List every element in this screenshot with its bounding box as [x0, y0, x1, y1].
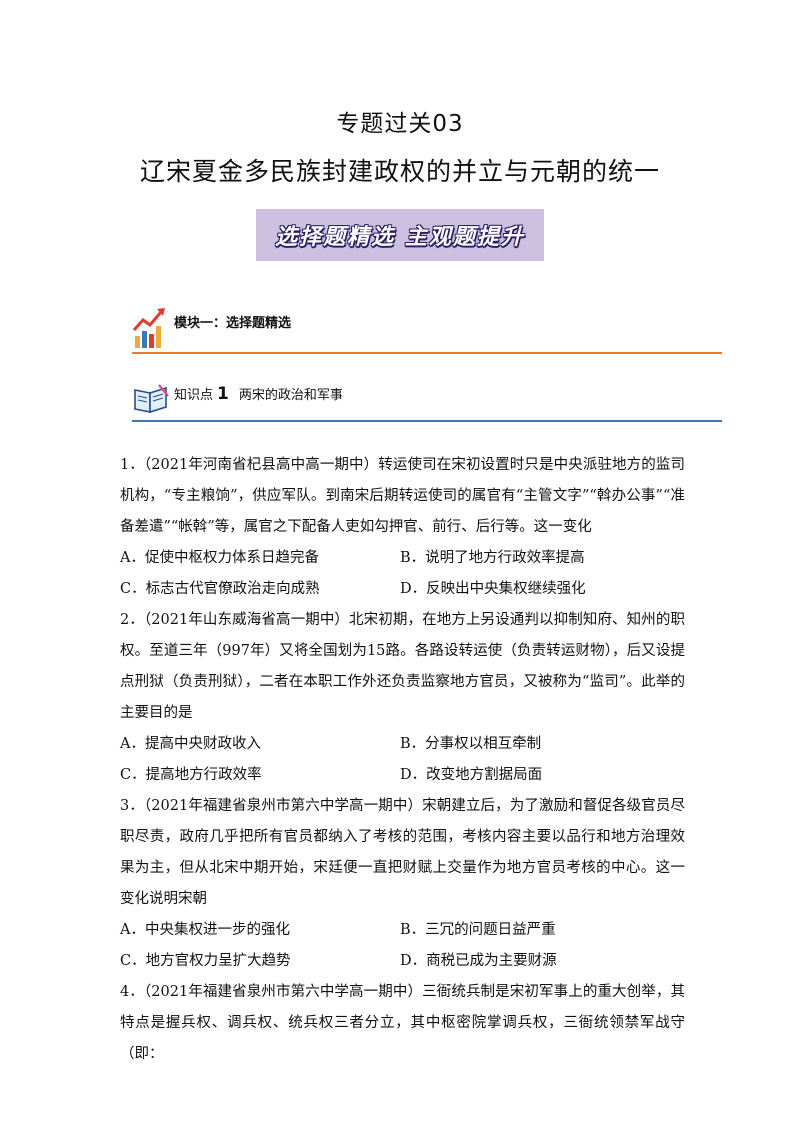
question-stem: 4．（2021年福建省泉州市第六中学高一期中）三衙统兵制是宋初军事上的重大创举，…	[120, 984, 685, 1062]
question-stem: 2．（2021年山东威海省高一期中）北宋初期，在地方上另设通判以抑制知府、知州的…	[120, 612, 685, 721]
question-2: 2．（2021年山东威海省高一期中）北宋初期，在地方上另设通判以抑制知府、知州的…	[120, 605, 685, 791]
option-b: B．分事权以相互牵制	[400, 736, 542, 752]
option-d: D．改变地方割据局面	[400, 767, 543, 783]
option-c: C．提高地方行政效率	[120, 767, 262, 783]
knowledge-point-number: 1	[217, 384, 229, 404]
question-stem: 3．（2021年福建省泉州市第六中学高一期中）宋朝建立后，为了激励和督促各级官员…	[120, 798, 685, 907]
module-label: 模块一：选择题精选	[174, 316, 292, 331]
question-3: 3．（2021年福建省泉州市第六中学高一期中）宋朝建立后，为了激励和督促各级官员…	[120, 791, 685, 977]
option-b: B．说明了地方行政效率提高	[400, 550, 585, 566]
option-c: C．地方官权力呈扩大趋势	[120, 953, 291, 969]
question-4: 4．（2021年福建省泉州市第六中学高一期中）三衙统兵制是宋初军事上的重大创举，…	[120, 977, 685, 1070]
page-subtitle: 辽宋夏金多民族封建政权的并立与元朝的统一	[139, 157, 660, 186]
option-d: D．商税已成为主要财源	[400, 953, 557, 969]
question-1: 1．（2021年河南省杞县高中高一期中）转运使司在宋初设置时只是中央派驻地方的监…	[120, 450, 685, 605]
bar-chart-arrow-icon	[132, 308, 165, 348]
page-title: 专题过关03	[336, 111, 464, 137]
question-options: A．提高中央财政收入 B．分事权以相互牵制 C．提高地方行政效率 D．改变地方割…	[120, 729, 685, 791]
option-d: D．反映出中央集权继续强化	[400, 581, 586, 597]
question-options: A．中央集权进一步的强化 B．三冗的问题日益严重 C．地方官权力呈扩大趋势 D．…	[120, 915, 685, 977]
banner-text: 选择题精选 主观题提升	[275, 225, 525, 250]
knowledge-point-topic: 两宋的政治和军事	[238, 388, 343, 403]
option-a: A．中央集权进一步的强化	[120, 922, 290, 938]
module-header: 模块一：选择题精选	[132, 306, 722, 354]
option-a: A．促使中枢权力体系日趋完备	[120, 550, 319, 566]
option-c: C．标志古代官僚政治走向成熟	[120, 581, 320, 597]
option-a: A．提高中央财政收入	[120, 736, 261, 752]
knowledge-point-prefix: 知识点	[174, 388, 214, 403]
open-book-icon	[134, 384, 169, 414]
question-list: 1．（2021年河南省杞县高中高一期中）转运使司在宋初设置时只是中央派驻地方的监…	[120, 450, 685, 1070]
section-banner: 选择题精选 主观题提升	[256, 209, 544, 261]
question-options: A．促使中枢权力体系日趋完备 B．说明了地方行政效率提高 C．标志古代官僚政治走…	[120, 543, 685, 605]
option-b: B．三冗的问题日益严重	[400, 922, 556, 938]
orange-divider	[132, 352, 722, 354]
question-stem: 1．（2021年河南省杞县高中高一期中）转运使司在宋初设置时只是中央派驻地方的监…	[120, 457, 685, 535]
blue-divider	[132, 420, 722, 422]
